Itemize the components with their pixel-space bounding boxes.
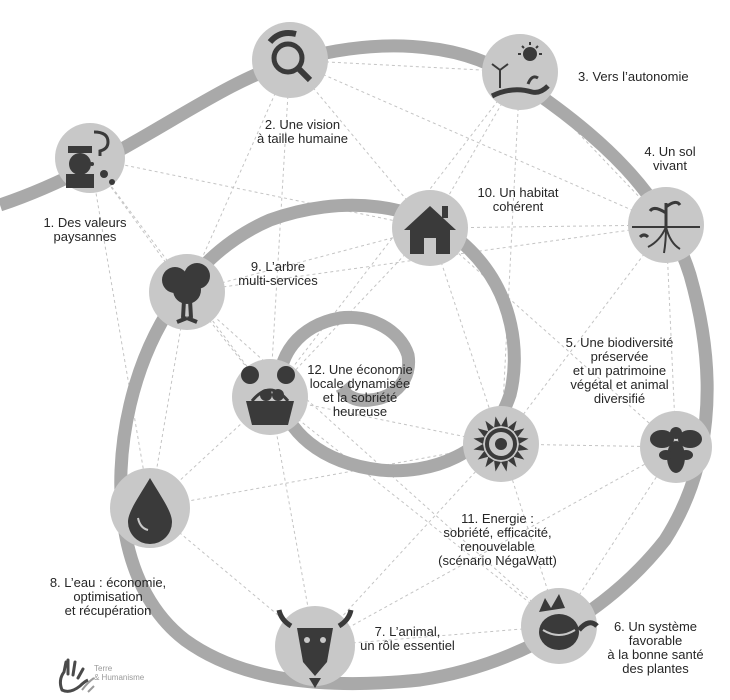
node-1-label: 1. Des valeurs paysannes	[43, 215, 127, 244]
sun-icon	[473, 416, 529, 472]
node-9-label: 9. L’arbre multi-services	[238, 259, 318, 288]
sun-wind-hand-icon	[490, 42, 550, 99]
node-7-label: 7. L’animal, un rôle essentiel	[360, 624, 455, 653]
plant-roots-icon	[632, 200, 700, 254]
house-icon	[404, 206, 456, 254]
connection-line	[314, 443, 502, 647]
connection-line	[186, 59, 291, 293]
connection-line	[269, 396, 316, 647]
node-12-label: 12. Une économie locale dynamisée et la …	[307, 362, 413, 419]
node-2-label: 2. Une vision à taille humaine	[256, 117, 349, 146]
node-2	[252, 22, 328, 98]
node-6	[521, 588, 599, 664]
node-10-label: 10. Un habitat cohérent	[477, 185, 559, 214]
goat-icon	[276, 609, 354, 688]
node-4-label: 4. Un sol vivant	[644, 144, 696, 173]
node-3	[482, 34, 558, 110]
node-8-label: 8. L’eau : économie, optimisation et réc…	[49, 575, 167, 618]
spiral-arrow-tip	[336, 380, 352, 398]
node-5	[640, 411, 712, 483]
connection-line	[314, 446, 677, 647]
connection-line	[89, 157, 431, 229]
market-basket-icon	[241, 366, 295, 425]
node-11-label: 11. Energie : sobriété, efficacité, reno…	[438, 511, 557, 568]
node-7	[275, 606, 355, 688]
node-8	[110, 468, 190, 548]
connection-line	[89, 157, 151, 509]
connection-line	[500, 224, 667, 445]
node-11	[463, 406, 539, 482]
water-drop-icon	[128, 478, 172, 544]
tree-icon	[162, 263, 210, 324]
connection-line	[269, 396, 560, 627]
connection-line	[186, 291, 560, 627]
connection-line	[269, 59, 291, 398]
node-5-label: 5. Une biodiversité préservée et un patr…	[565, 335, 674, 406]
connection-line	[89, 157, 271, 398]
node-3-label: 3. Vers l’autonomie	[578, 69, 689, 84]
node-4	[628, 187, 704, 263]
magnifier-icon	[267, 30, 313, 83]
logo-text: Terre & Humanisme	[94, 664, 145, 682]
connection-line	[429, 227, 677, 448]
node-6-label: 6. Un système favorable à la bonne santé…	[607, 619, 704, 676]
node-3-circle	[482, 34, 558, 110]
connection-line	[500, 71, 521, 445]
farmer-question-icon	[66, 130, 115, 188]
bee-icon	[650, 427, 702, 473]
hands-logo-icon	[58, 658, 95, 693]
connection-line	[314, 625, 560, 647]
strong-beet-icon	[539, 594, 599, 650]
node-9	[149, 254, 225, 330]
connection-line	[186, 291, 271, 398]
node-1	[55, 123, 125, 193]
connection-line	[289, 59, 667, 226]
node-12	[232, 359, 308, 435]
node-10	[392, 190, 468, 266]
connection-line	[289, 59, 521, 73]
